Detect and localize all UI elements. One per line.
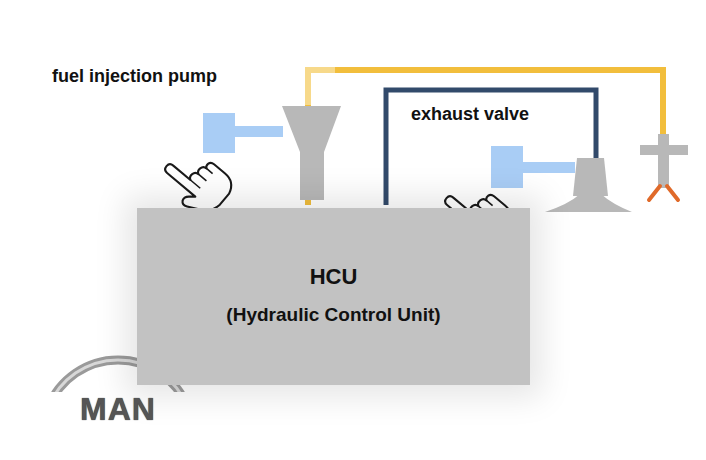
unit-heading: HCU: [137, 264, 530, 290]
logo-text: MAN: [80, 391, 156, 428]
hydraulic-control-unit: HCU (Hydraulic Control Unit): [137, 208, 530, 385]
part-label: exhaust valve: [411, 104, 529, 125]
part-label: fuel injection pump: [52, 66, 217, 87]
unit-subtitle: (Hydraulic Control Unit): [137, 304, 530, 326]
